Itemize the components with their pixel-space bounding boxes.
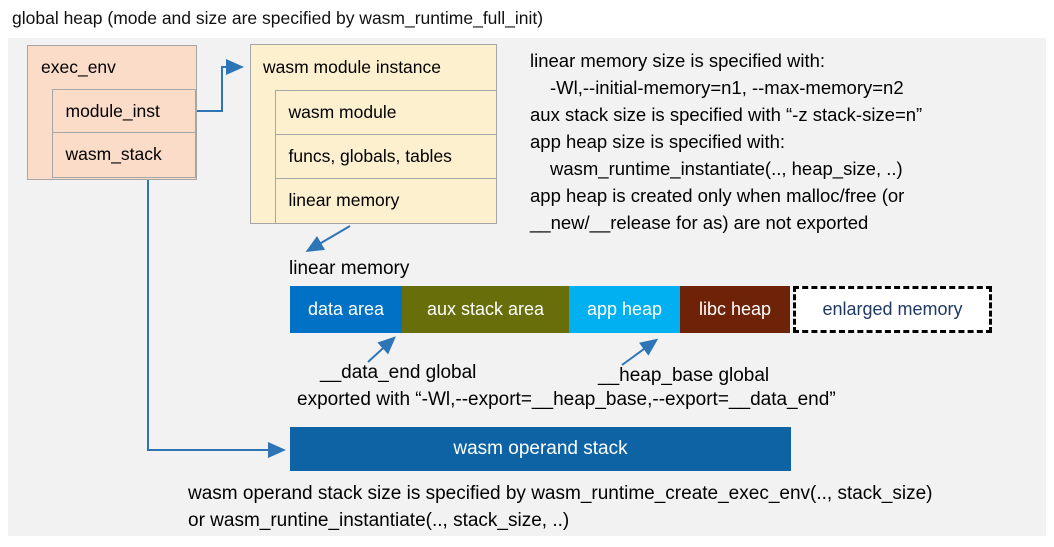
diagram-title: global heap (mode and size are specified… <box>12 8 544 28</box>
note-line: aux stack size is specified with “-z sta… <box>530 104 923 125</box>
note-line: linear memory size is specified with: <box>530 50 826 71</box>
linear-memory-row-box: linear memory <box>274 177 497 224</box>
wasm-module-box: wasm module <box>274 89 497 135</box>
segment-aux-stack-area-label: aux stack area <box>426 299 545 319</box>
wasm-operand-stack-label: wasm operand stack <box>453 438 628 459</box>
linear-memory-row-label: linear memory <box>288 190 400 210</box>
module-inst-label: module_inst <box>65 100 160 121</box>
note-line: app heap is created only when malloc/fre… <box>530 185 905 206</box>
note-line: __new/__release for as) are not exported <box>530 212 869 233</box>
export-note-label: exported with “-Wl,--export=__heap_base,… <box>297 389 836 410</box>
module-inst-box: module_inst <box>51 88 196 134</box>
heap-base-global-label: __heap_base global <box>598 365 770 386</box>
wasm-module-instance-box: wasm module instance wasm module funcs, … <box>250 44 497 224</box>
segment-app-heap-label: app heap <box>586 299 663 319</box>
wasm-module-label: wasm module <box>288 101 397 122</box>
note-line: wasm_runtime_instantiate(.., heap_size, … <box>550 158 903 179</box>
segment-app-heap: app heap <box>569 286 680 333</box>
wasm-stack-box: wasm_stack <box>51 132 196 178</box>
exec-env-label: exec_env <box>41 57 116 77</box>
segment-enlarged-memory-label: enlarged memory <box>822 299 963 319</box>
segment-data-area: data area <box>290 286 402 333</box>
wasm-stack-label: wasm_stack <box>65 144 162 165</box>
note-line: or wasm_runtine_instantiate(.., stack_si… <box>188 510 570 531</box>
segment-libc-heap-label: libc heap <box>698 299 772 319</box>
memory-size-notes: linear memory size is specified with: -W… <box>530 47 1040 236</box>
segment-enlarged-memory: enlarged memory <box>793 286 992 333</box>
note-line: -Wl,--initial-memory=n1, --max-memory=n2 <box>550 77 904 98</box>
segment-aux-stack-area: aux stack area <box>402 286 569 333</box>
data-end-global-label: __data_end global <box>320 362 477 383</box>
note-line: wasm operand stack size is specified by … <box>188 483 933 504</box>
funcs-globals-tables-box: funcs, globals, tables <box>274 133 497 179</box>
segment-libc-heap: libc heap <box>680 286 790 333</box>
operand-stack-note: wasm operand stack size is specified by … <box>188 480 933 534</box>
segment-data-area-label: data area <box>307 299 385 319</box>
wasm-operand-stack-box: wasm operand stack <box>290 427 791 471</box>
funcs-globals-tables-label: funcs, globals, tables <box>288 145 452 166</box>
linear-memory-label: linear memory <box>289 258 410 279</box>
wasm-module-instance-label: wasm module instance <box>263 57 441 77</box>
note-line: app heap size is specified with: <box>530 131 786 152</box>
